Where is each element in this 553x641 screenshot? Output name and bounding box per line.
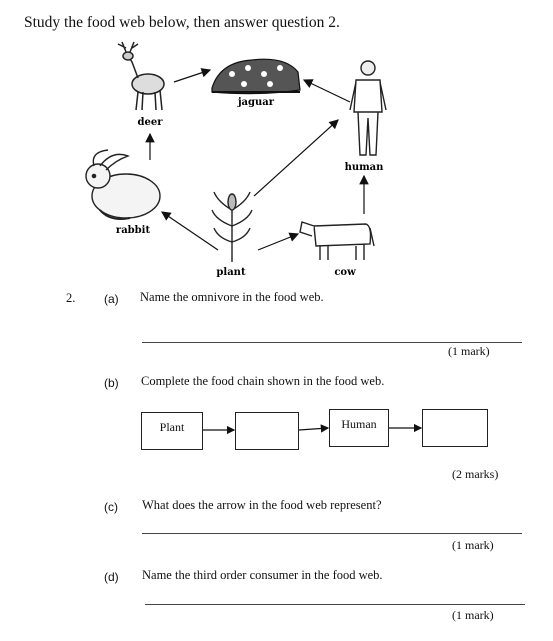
chain-box-1: Plant bbox=[141, 412, 203, 450]
arrow-plant-to-human bbox=[253, 119, 339, 197]
part-d-answer-line[interactable] bbox=[145, 604, 525, 605]
part-d-label: (d) bbox=[104, 570, 119, 584]
human-label: human bbox=[345, 162, 385, 173]
chain-box-2[interactable] bbox=[235, 412, 299, 450]
part-c-label: (c) bbox=[104, 500, 118, 514]
deer-label: deer bbox=[138, 117, 164, 128]
food-web-diagram: deer jaguar human rabbit plant bbox=[85, 41, 387, 278]
plant-label: plant bbox=[216, 267, 246, 278]
part-a-answer-line[interactable] bbox=[142, 342, 522, 343]
cow-label: cow bbox=[334, 267, 356, 278]
jaguar-label: jaguar bbox=[237, 97, 275, 108]
part-b-question: Complete the food chain shown in the foo… bbox=[141, 374, 385, 388]
arrow-deer-to-jaguar bbox=[173, 68, 212, 83]
part-c-question: What does the arrow in the food web repr… bbox=[142, 498, 382, 512]
part-c-answer-line[interactable] bbox=[142, 533, 522, 534]
part-b-marks: (2 marks) bbox=[452, 467, 499, 481]
part-d-marks: (1 mark) bbox=[452, 608, 494, 622]
arrow-plant-to-rabbit bbox=[161, 211, 219, 251]
arrow-plant-to-cow bbox=[257, 232, 300, 251]
jaguar-illustration bbox=[211, 58, 301, 95]
arrow-human-to-jaguar bbox=[302, 79, 351, 103]
part-a-marks: (1 mark) bbox=[448, 344, 490, 358]
deer-illustration bbox=[117, 41, 165, 111]
cow-illustration bbox=[299, 221, 375, 260]
question-number: 2. bbox=[66, 291, 76, 305]
rabbit-label: rabbit bbox=[116, 225, 151, 236]
chain-box-3: Human bbox=[329, 409, 389, 447]
part-a-question: Name the omnivore in the food web. bbox=[140, 290, 324, 304]
chain-arrow-2 bbox=[298, 424, 330, 433]
instruction-text: Study the food web below, then answer qu… bbox=[24, 14, 340, 31]
part-a-label: (a) bbox=[104, 292, 119, 306]
human-illustration bbox=[349, 60, 387, 156]
part-d-question: Name the third order consumer in the foo… bbox=[142, 568, 383, 582]
chain-box-4[interactable] bbox=[422, 409, 488, 447]
rabbit-illustration bbox=[85, 149, 161, 220]
plant-illustration bbox=[211, 191, 253, 262]
part-b-label: (b) bbox=[104, 376, 119, 390]
part-c-marks: (1 mark) bbox=[452, 538, 494, 552]
